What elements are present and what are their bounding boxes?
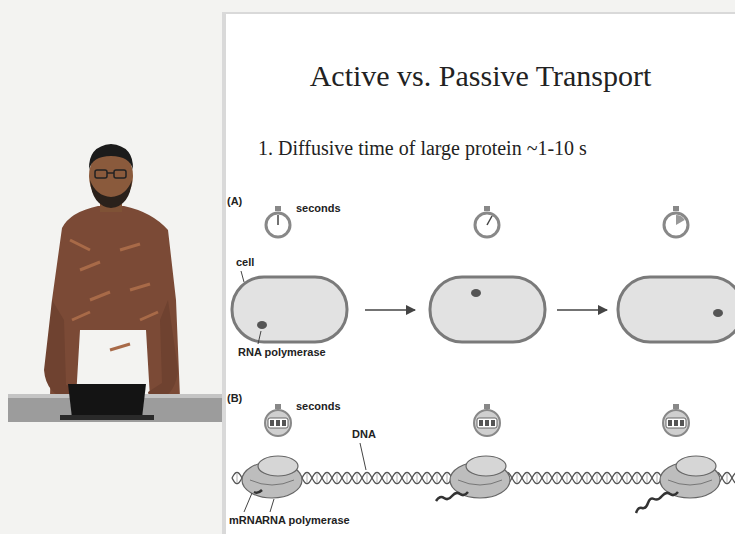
panel-letter: (B) — [227, 392, 242, 405]
base-pair — [617, 473, 618, 483]
base-pair — [537, 473, 538, 483]
cell-outline — [618, 277, 735, 342]
mrna-strand — [636, 492, 678, 513]
base-pair — [337, 473, 338, 483]
base-pair — [437, 473, 438, 483]
digital-stopwatch — [474, 404, 500, 436]
base-pair — [637, 473, 638, 483]
step-arrow — [557, 309, 607, 311]
slide-point: 1. Diffusive time of large protein ~1-10… — [258, 136, 587, 160]
time-label: seconds — [296, 400, 341, 413]
base-pair — [597, 473, 598, 483]
slide-shadow — [222, 12, 735, 534]
cell-outline — [232, 277, 347, 342]
digital-stopwatch — [663, 404, 689, 436]
part-label: cell — [236, 256, 254, 269]
rna-polymerase — [450, 456, 510, 498]
leader-line — [270, 499, 274, 512]
base-pair — [307, 473, 308, 483]
base-pair — [567, 473, 568, 483]
part-label: RNA polymerase — [238, 346, 326, 359]
presenter-figure — [44, 144, 180, 406]
base-pair — [327, 473, 328, 483]
polymerase-dot — [713, 309, 723, 317]
base-pair — [387, 473, 388, 483]
polymerase-dot — [257, 321, 267, 329]
base-pair — [237, 473, 238, 483]
mrna-strand — [254, 490, 262, 493]
slide — [226, 14, 735, 534]
stopwatch — [664, 206, 688, 237]
base-pair — [317, 473, 318, 483]
rna-polymerase — [242, 456, 302, 498]
polymerase-dot — [471, 289, 481, 297]
leader-line — [241, 271, 244, 282]
base-pair — [407, 473, 408, 483]
leader-line — [360, 443, 366, 470]
base-pair — [417, 473, 418, 483]
leader-line — [244, 493, 252, 512]
base-pair — [397, 473, 398, 483]
base-pair — [647, 473, 648, 483]
mrna-strand — [436, 492, 468, 501]
stopwatch — [266, 206, 290, 237]
digital-stopwatch — [265, 404, 291, 436]
base-pair — [607, 473, 608, 483]
base-pair — [587, 473, 588, 483]
base-pair — [427, 473, 428, 483]
part-label: RNA polymerase — [262, 514, 350, 527]
laptop — [68, 384, 146, 418]
base-pair — [347, 473, 348, 483]
laptop-base — [60, 415, 154, 420]
base-pair — [657, 473, 658, 483]
part-label: DNA — [352, 428, 376, 441]
part-label: mRNA — [229, 514, 263, 527]
cell-outline — [430, 277, 545, 342]
rna-polymerase — [660, 456, 720, 498]
base-pair — [557, 473, 558, 483]
stopwatch — [475, 206, 499, 237]
base-pair — [367, 473, 368, 483]
base-pair — [517, 473, 518, 483]
base-pair — [627, 473, 628, 483]
panel-letter: (A) — [227, 195, 242, 208]
slide-title: Active vs. Passive Transport — [226, 58, 735, 94]
leader-line — [258, 331, 261, 344]
time-label: seconds — [296, 202, 341, 215]
base-pair — [357, 473, 358, 483]
base-pair — [727, 473, 728, 483]
studio-background — [0, 0, 225, 534]
base-pair — [577, 473, 578, 483]
base-pair — [447, 473, 448, 483]
base-pair — [547, 473, 548, 483]
base-pair — [527, 473, 528, 483]
base-pair — [377, 473, 378, 483]
step-arrow — [365, 309, 415, 311]
